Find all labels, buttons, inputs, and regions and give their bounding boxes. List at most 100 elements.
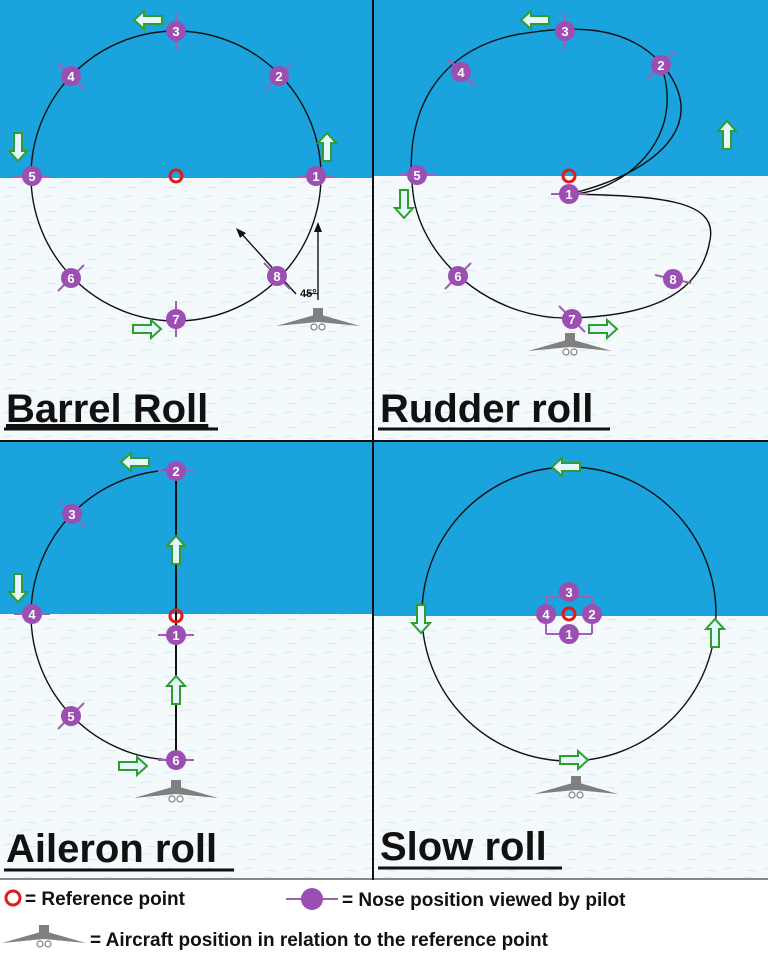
nose-marker: 5 (399, 165, 435, 185)
reference-point-icon (561, 606, 577, 622)
nose-marker: 3 (555, 13, 575, 49)
svg-text:5: 5 (413, 168, 420, 183)
arrowhead-icon (314, 222, 322, 232)
direction-arrow-up-icon (703, 617, 727, 648)
nose-marker: 2 (265, 62, 293, 90)
nose-position-icon (301, 888, 323, 910)
sky-area (0, 442, 372, 614)
svg-text:3: 3 (172, 24, 179, 39)
svg-text:4: 4 (457, 65, 465, 80)
svg-text:6: 6 (172, 753, 179, 768)
direction-arrow-down-icon (6, 573, 30, 604)
snow-area (374, 176, 768, 440)
nose-marker: 2 (158, 461, 194, 481)
legend: = Reference point = Nose position viewed… (2, 888, 626, 951)
svg-text:3: 3 (565, 585, 572, 600)
reference-point-icon (561, 168, 577, 184)
aircraft-icon (534, 776, 618, 799)
reference-point-icon (168, 168, 184, 184)
direction-arrow-up-icon (715, 119, 739, 150)
nose-marker: 1 (559, 624, 579, 644)
svg-text:2: 2 (588, 607, 595, 622)
nose-marker: 4 (57, 62, 85, 90)
nose-marker: 1 (158, 625, 194, 645)
legend-aircraft-label: = Aircraft position in relation to the r… (90, 930, 549, 951)
svg-text:8: 8 (669, 272, 676, 287)
svg-text:8: 8 (273, 269, 280, 284)
panel-rudder-roll: 1 2 3 4 5 6 7 (374, 0, 768, 440)
direction-arrow-left-icon (550, 455, 581, 479)
sky-area (0, 0, 372, 178)
panel-title: Aileron roll (6, 827, 217, 871)
aircraft-icon (276, 308, 360, 331)
svg-text:1: 1 (565, 187, 572, 202)
direction-arrow-down-icon (392, 189, 416, 220)
nose-marker: 4 (536, 604, 556, 624)
direction-arrow-right-icon (118, 754, 149, 778)
panel-title: Slow roll (380, 825, 547, 869)
roll-path-crossover (568, 61, 668, 195)
svg-text:2: 2 (657, 58, 664, 73)
direction-arrow-right-icon (588, 317, 619, 341)
nose-marker: 5 (57, 702, 85, 730)
angle-label: 45° (300, 288, 317, 300)
svg-text:1: 1 (172, 628, 179, 643)
angle-arc (303, 292, 319, 297)
svg-text:5: 5 (67, 709, 74, 724)
svg-text:4: 4 (67, 69, 75, 84)
direction-arrow-right-icon (559, 748, 590, 772)
direction-arrow-left-icon (119, 450, 150, 474)
panel-aileron-roll: 1 2 3 4 5 6 Aileron roll (0, 442, 372, 878)
nose-marker: 6 (57, 264, 85, 292)
snow-area (0, 614, 372, 878)
arrowhead-icon (236, 228, 246, 238)
direction-arrow-right-icon (132, 317, 163, 341)
nose-marker: 2 (647, 51, 675, 79)
panel-barrel-roll: 45° 1 2 (0, 0, 372, 440)
nose-marker: 8 (654, 269, 692, 289)
svg-text:7: 7 (172, 312, 179, 327)
aircraft-icon (528, 333, 612, 356)
svg-text:5: 5 (28, 169, 35, 184)
svg-text:4: 4 (28, 607, 36, 622)
svg-text:2: 2 (172, 464, 179, 479)
nose-marker: 3 (559, 582, 579, 602)
svg-text:3: 3 (68, 507, 75, 522)
svg-text:2: 2 (275, 69, 282, 84)
direction-arrow-left-icon (132, 8, 163, 32)
svg-text:6: 6 (67, 271, 74, 286)
direction-arrow-up-icon (164, 674, 188, 705)
nose-marker: 4 (14, 604, 50, 624)
nose-marker: 4 (447, 58, 475, 86)
snow-area (0, 178, 372, 440)
aircraft-icon (2, 925, 86, 948)
snow-area (374, 616, 768, 878)
panel-title: Rudder roll (380, 387, 593, 431)
reference-point-icon (168, 608, 184, 624)
nose-marker: 5 (14, 166, 50, 186)
svg-text:3: 3 (561, 24, 568, 39)
nose-marker: 8 (263, 262, 291, 290)
nose-marker: 1 (298, 166, 334, 186)
direction-arrow-down-icon (6, 132, 30, 163)
roll-path (410, 28, 712, 319)
diagonal-reference-line (239, 231, 297, 295)
nose-marker: 3 (166, 13, 186, 49)
svg-text:1: 1 (312, 169, 319, 184)
nose-marker: 3 (58, 500, 86, 528)
direction-arrow-up-icon (315, 131, 339, 162)
nose-marker: 1 (551, 184, 587, 204)
svg-text:1: 1 (565, 627, 572, 642)
svg-text:4: 4 (542, 607, 550, 622)
aircraft-icon (134, 780, 218, 803)
svg-text:7: 7 (568, 312, 575, 327)
direction-arrow-left-icon (519, 8, 550, 32)
nose-marker: 7 (558, 305, 586, 333)
legend-nose-label: = Nose position viewed by pilot (342, 890, 626, 911)
direction-arrow-up-icon (164, 534, 188, 565)
panel-slow-roll: 1 2 3 4 Slow roll (374, 442, 768, 878)
svg-text:6: 6 (454, 269, 461, 284)
nose-marker: 6 (158, 750, 194, 770)
nose-marker: 2 (582, 604, 602, 624)
